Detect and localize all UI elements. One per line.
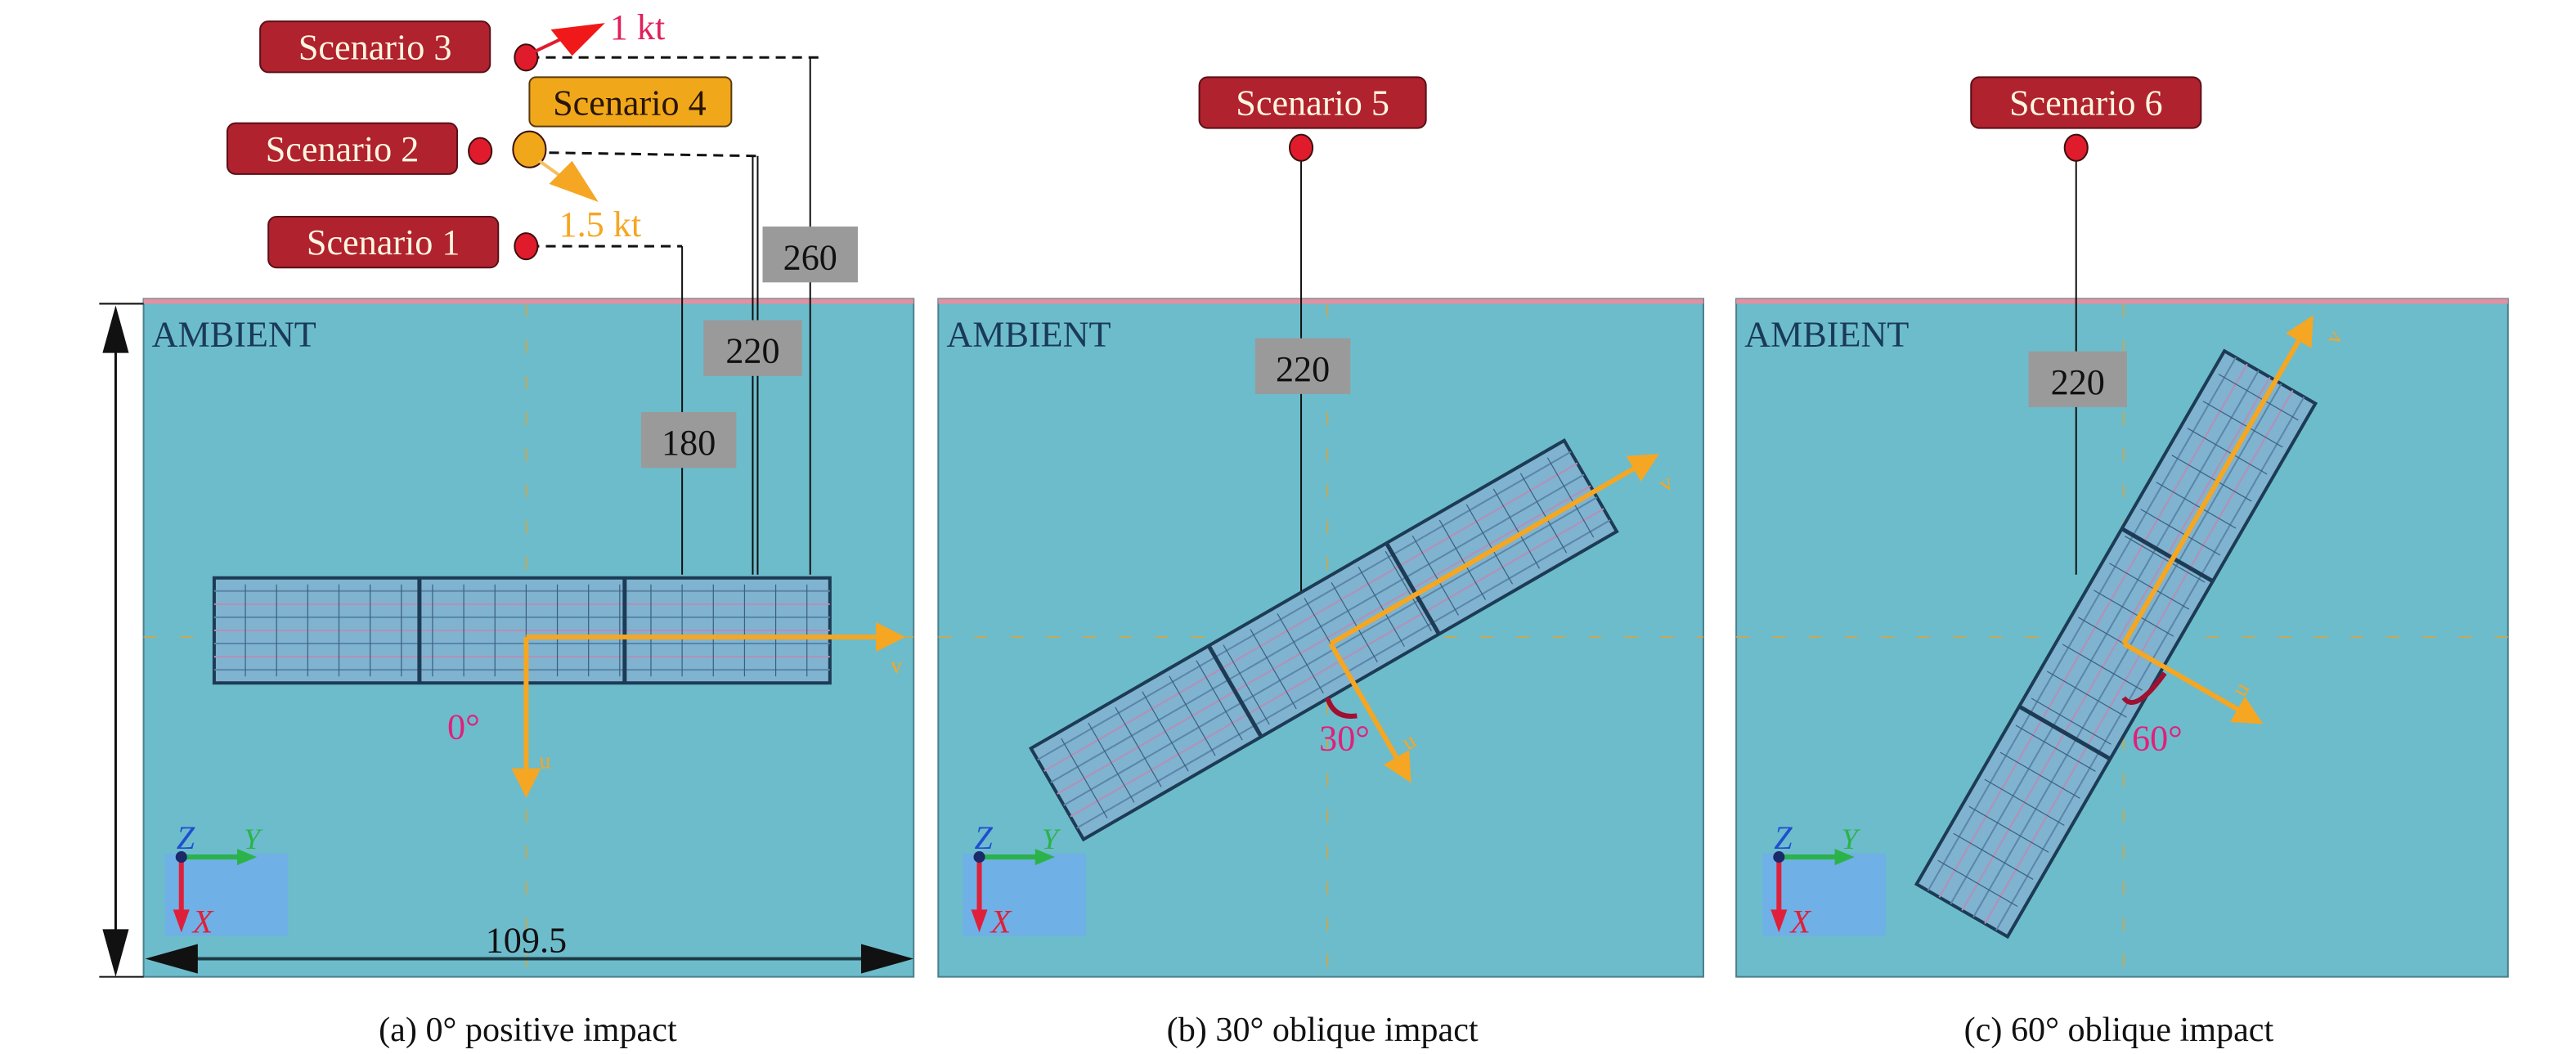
scenario-5-label: Scenario 5 — [1198, 76, 1427, 129]
ambient-label: AMBIENT — [152, 315, 316, 355]
ambient-label: AMBIENT — [1744, 315, 1909, 355]
width-dimension: 109.5 — [145, 921, 914, 974]
ambient-label: AMBIENT — [946, 315, 1111, 355]
x-label: X — [1788, 903, 1811, 940]
global-axis-triad: Z Y X — [164, 819, 289, 940]
ship-a: vu — [212, 576, 906, 798]
global-axis-triad: Z Y X — [963, 819, 1087, 940]
scenario-6-label: Scenario 6 — [1970, 76, 2202, 129]
y-label: Y — [1842, 823, 1861, 855]
angle-arc-b — [1325, 697, 1358, 719]
leader-lines — [529, 56, 2077, 591]
svg-text:Scenario 6: Scenario 6 — [2009, 83, 2163, 123]
speed-arrow-1kt: 1 kt — [532, 7, 666, 56]
speed-arrow-1.5kt: 1.5 kt — [538, 159, 642, 244]
caption-b: (b) 30° oblique impact — [1167, 1011, 1479, 1049]
caption-a: (a) 0° positive impact — [379, 1011, 677, 1049]
svg-text:220: 220 — [2051, 362, 2105, 402]
y-label: Y — [244, 823, 263, 855]
global-axis-triad: Z Y X — [1762, 819, 1886, 940]
ship-c: vu — [1914, 315, 2349, 940]
height-box-220-c: 220 — [2028, 351, 2127, 407]
angle-label-b: 30° — [1319, 719, 1370, 759]
svg-text:260: 260 — [783, 237, 837, 277]
angle-arc-c — [2121, 671, 2167, 705]
z-label: Z — [177, 819, 195, 856]
width-value: 109.5 — [486, 921, 567, 961]
y-label: Y — [1042, 823, 1061, 855]
caption-c: (c) 60° oblique impact — [1964, 1011, 2274, 1049]
ship-b: vu — [1028, 437, 1678, 842]
svg-text:180: 180 — [662, 423, 716, 463]
svg-text:Scenario 3: Scenario 3 — [298, 27, 452, 67]
x-label: X — [990, 903, 1012, 940]
impact-points — [468, 43, 2089, 261]
svg-text:Scenario 2: Scenario 2 — [266, 129, 420, 169]
svg-text:220: 220 — [725, 331, 779, 371]
scenario-4-label: Scenario 4 — [528, 76, 733, 128]
svg-text:1 kt: 1 kt — [610, 7, 666, 47]
height-dimension — [99, 303, 144, 978]
scenario-2-label: Scenario 2 — [226, 122, 459, 175]
height-box-220: 220 — [703, 320, 802, 376]
z-label: Z — [1774, 819, 1793, 856]
svg-text:1.5 kt: 1.5 kt — [559, 204, 642, 244]
height-box-260: 260 — [762, 226, 858, 283]
svg-text:Scenario 4: Scenario 4 — [553, 83, 707, 123]
z-label: Z — [975, 819, 994, 856]
x-label: X — [191, 903, 214, 940]
height-box-180: 180 — [640, 411, 737, 469]
angle-label-a: 0° — [447, 707, 480, 747]
angle-label-c: 60° — [2132, 719, 2183, 759]
scenario-1-label: Scenario 1 — [267, 216, 500, 269]
scenario-3-label: Scenario 3 — [259, 20, 491, 74]
v-axis-label: v — [891, 653, 903, 679]
svg-text:Scenario 5: Scenario 5 — [1236, 83, 1389, 123]
svg-text:220: 220 — [1276, 349, 1330, 389]
svg-text:Scenario 1: Scenario 1 — [307, 222, 460, 262]
height-box-220-b: 220 — [1254, 338, 1351, 394]
u-axis-label: u — [539, 749, 550, 774]
